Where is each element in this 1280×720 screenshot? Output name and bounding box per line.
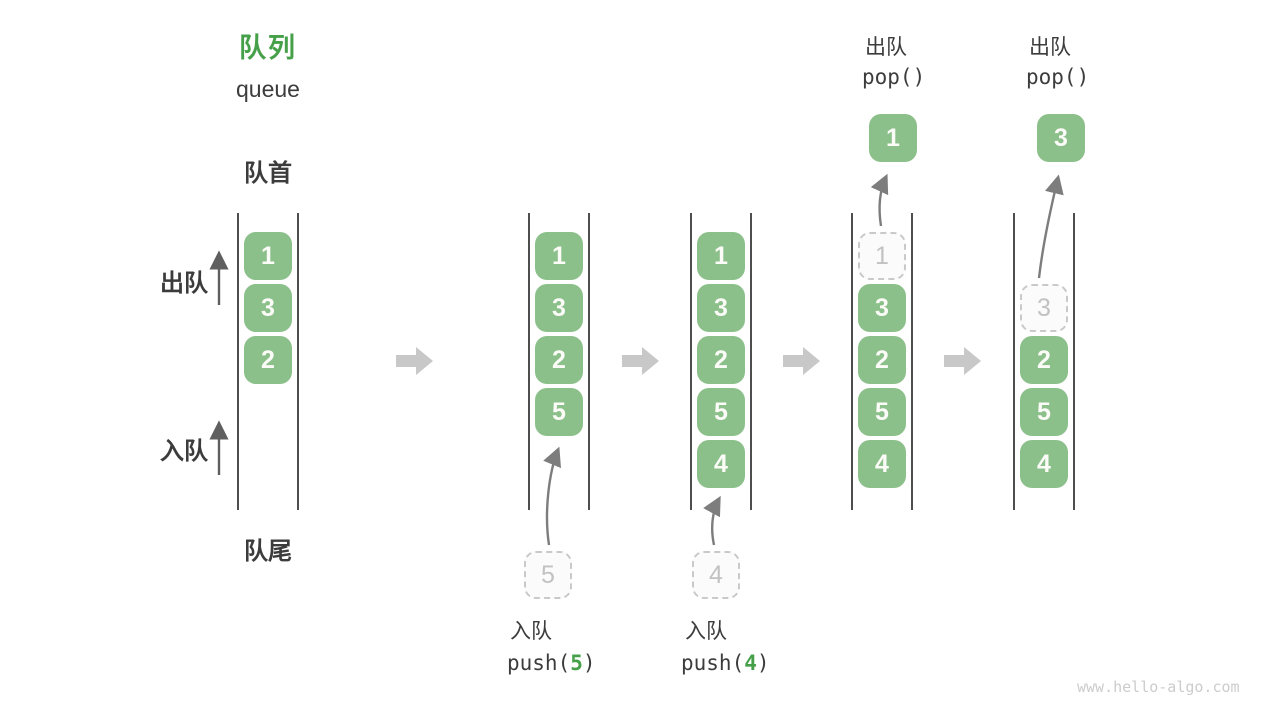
- queue-item: 5: [535, 388, 583, 436]
- queue-stage-4: 1 3 2 5 4: [851, 213, 913, 510]
- queue-item: 1: [535, 232, 583, 280]
- diagram-title: 队列 queue: [200, 26, 336, 103]
- watermark: www.hello-algo.com: [1077, 678, 1240, 696]
- queue-stage-3: 1 3 2 5 4: [690, 213, 752, 510]
- queue-item: 2: [535, 336, 583, 384]
- queue-item: 2: [244, 336, 292, 384]
- pop-op-code: pop(): [862, 65, 926, 89]
- push-op-label: 入队: [510, 620, 552, 643]
- popped-item: 1: [869, 114, 917, 162]
- stage-transition-arrow: [944, 347, 981, 375]
- title-chinese: 队列: [239, 33, 297, 63]
- queue-item: 5: [1020, 388, 1068, 436]
- code-argument: 4: [744, 651, 757, 675]
- code-argument: 5: [570, 651, 583, 675]
- title-english: queue: [236, 76, 300, 102]
- queue-item: 1: [244, 232, 292, 280]
- queue-item-removed: 3: [1020, 284, 1068, 332]
- push-op-code: push(4): [681, 651, 770, 675]
- pending-item: 5: [524, 551, 572, 599]
- pending-item: 4: [692, 551, 740, 599]
- popped-item: 3: [1037, 114, 1085, 162]
- stage-transition-arrow: [783, 347, 820, 375]
- queue-item: 2: [1020, 336, 1068, 384]
- push-op-label: 入队: [685, 620, 727, 643]
- queue-item: 3: [697, 284, 745, 332]
- queue-item: 4: [1020, 440, 1068, 488]
- queue-item: 5: [697, 388, 745, 436]
- queue-item: 3: [858, 284, 906, 332]
- queue-item: 2: [697, 336, 745, 384]
- queue-item: 4: [858, 440, 906, 488]
- push-op-code: push(5): [507, 651, 596, 675]
- enqueue-side-label: 入队: [160, 438, 208, 465]
- queue-stage-1: 1 3 2: [237, 213, 299, 510]
- queue-rear-label: 队尾: [244, 538, 292, 565]
- stage-transition-arrow: [396, 347, 433, 375]
- queue-item: 5: [858, 388, 906, 436]
- stage-transition-arrow: [622, 347, 659, 375]
- dequeue-side-label: 出队: [160, 270, 208, 297]
- code-prefix: push(: [507, 651, 571, 675]
- queue-stage-5: 3 2 5 4: [1013, 213, 1075, 510]
- code-prefix: push(: [681, 651, 745, 675]
- pop-op-code: pop(): [1026, 65, 1090, 89]
- pop-op-label: 出队: [1029, 36, 1071, 59]
- queue-item: 4: [697, 440, 745, 488]
- queue-item: 1: [697, 232, 745, 280]
- code-suffix: ): [756, 651, 770, 675]
- queue-item: 2: [858, 336, 906, 384]
- queue-front-label: 队首: [244, 160, 292, 187]
- code-suffix: ): [582, 651, 596, 675]
- queue-item-removed: 1: [858, 232, 906, 280]
- queue-stage-2: 1 3 2 5: [528, 213, 590, 510]
- queue-item: 3: [244, 284, 292, 332]
- pop-op-label: 出队: [865, 36, 907, 59]
- queue-item: 3: [535, 284, 583, 332]
